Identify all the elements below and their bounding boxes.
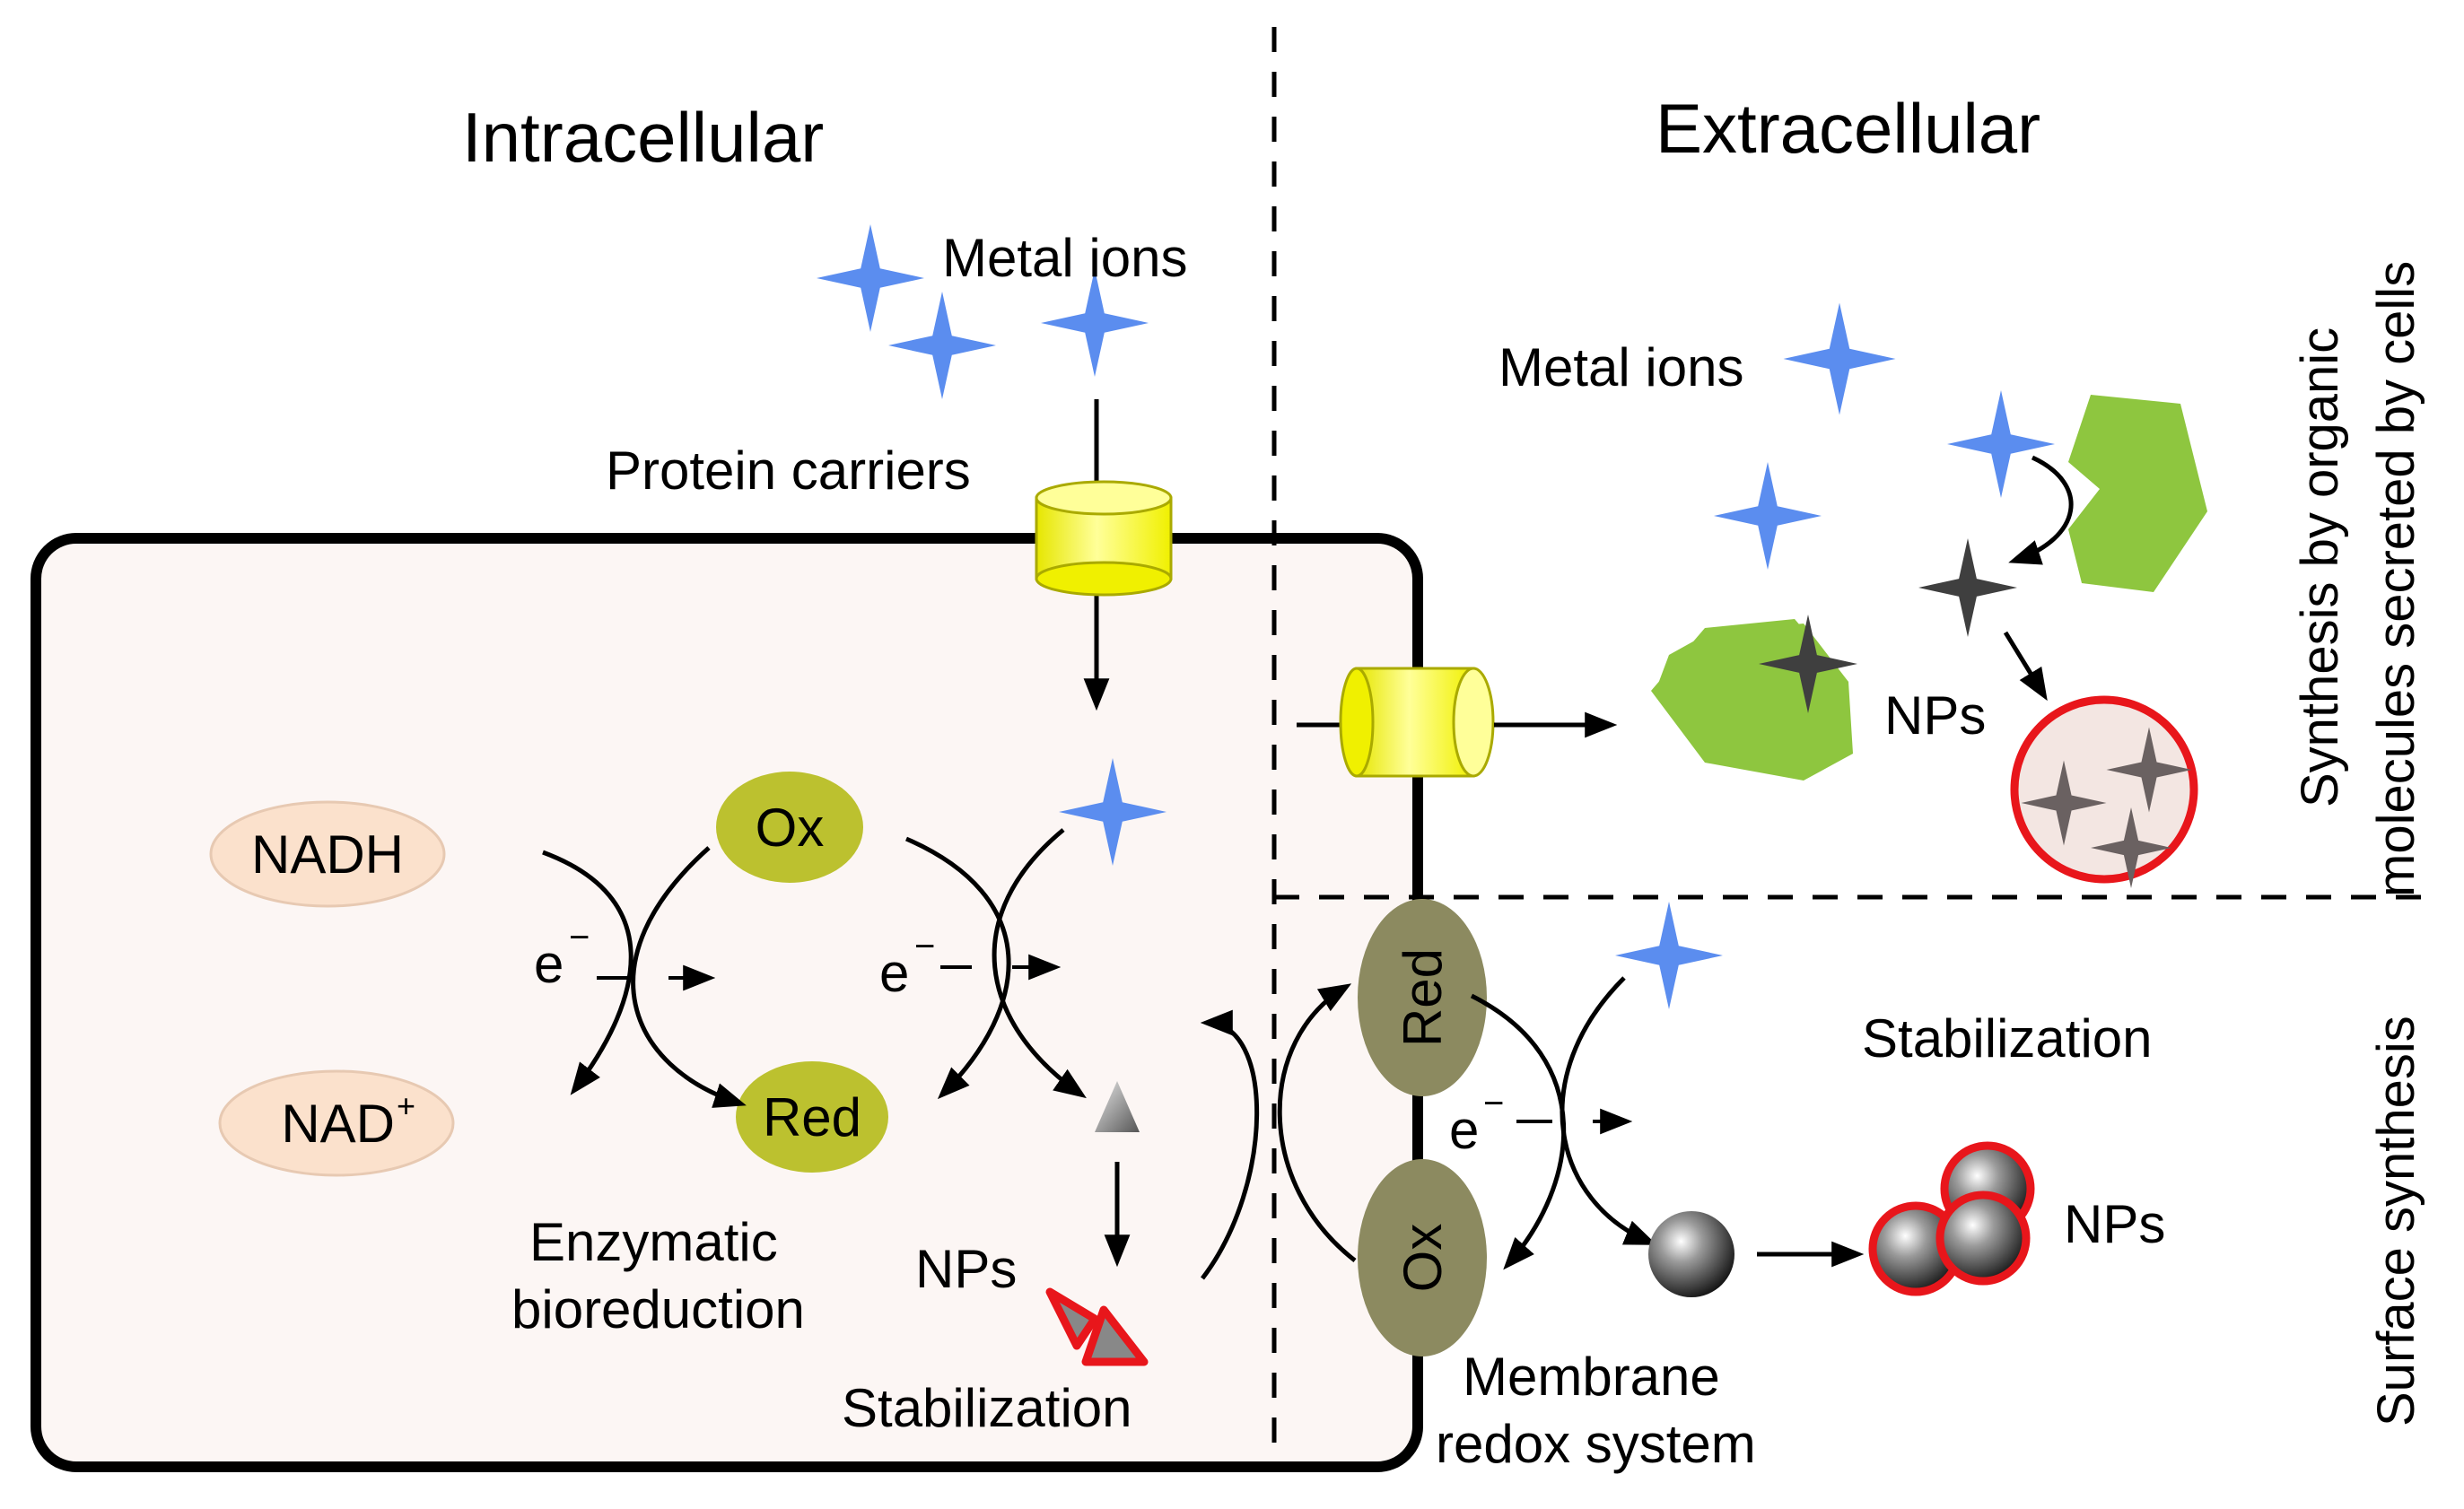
metal-ion-star-icon-group-extra (1714, 302, 2055, 570)
arrow-ox-to-red-2 (905, 836, 1011, 1100)
metal-ion-star-icon (1615, 902, 1723, 1009)
label-electron-1-sup: − (569, 918, 590, 957)
label-electron-1: e (534, 934, 564, 994)
protein-carrier-cylinder-icon (1339, 667, 1495, 778)
nadh-ellipse (209, 800, 446, 908)
arrow-ion-to-np (992, 828, 1087, 1099)
arrow-recycle-intra (1200, 1009, 1260, 1280)
side-label-organic-2: molecules secreted by cells (2367, 261, 2425, 897)
organic-molecule-shape-icon (2068, 395, 2207, 592)
arrow-ox-to-red (631, 846, 747, 1108)
label-nad-superscript: + (397, 1087, 415, 1124)
arrow-np-to-stabilized (2003, 631, 2048, 702)
label-electron-2: e (879, 943, 909, 1003)
label-nps-extra: NPs (1884, 685, 1986, 746)
nanoparticle-triangle-icon (1095, 1081, 1140, 1132)
label-enzymatic-1: Enzymatic (529, 1212, 778, 1272)
enzyme-red-intra (736, 1061, 888, 1173)
stabilized-np-spheres-icon (1868, 1141, 2035, 1296)
metal-ion-star-icon (817, 224, 924, 332)
side-label-surface: Surface synthesis (2367, 1016, 2425, 1426)
label-stabilization-intra: Stabilization (842, 1378, 1132, 1438)
metal-ion-star-icon (1714, 462, 1822, 570)
arrow-ion-to-sphere (1560, 976, 1657, 1245)
nanoparticle-star-icon (1918, 538, 2017, 637)
nanoparticle-sphere-icon (1648, 1211, 1734, 1297)
membrane-enzyme-red (1358, 899, 1487, 1096)
arrow-ox-to-red-surface (1277, 983, 1357, 1262)
arrow-nadh-to-nad (542, 850, 633, 1095)
metal-ion-star-icon (1947, 390, 2055, 498)
label-metal-ions-intra: Metal ions (942, 228, 1187, 288)
label-ox-surface: Ox (1393, 1224, 1453, 1293)
enzyme-ox-intra (716, 772, 863, 883)
arrow-red-to-ox-surface (1470, 993, 1567, 1270)
label-nps-intra: NPs (915, 1239, 1017, 1299)
label-membrane-2: redox system (1436, 1414, 1756, 1474)
header-extracellular: Extracellular (1656, 89, 2040, 168)
protein-carrier-cylinder-icon (1035, 480, 1173, 597)
label-red-surface: Red (1393, 948, 1453, 1047)
label-nad: NAD (281, 1094, 395, 1154)
label-nadh: NADH (251, 824, 404, 885)
arrow-ion-to-np-extra (2008, 455, 2074, 565)
header-intracellular: Intracellular (462, 98, 824, 177)
label-membrane-1: Membrane (1463, 1347, 1720, 1407)
side-label-organic-1: Synthesis by organic (2291, 327, 2349, 807)
label-electron-surface-sup: − (1483, 1084, 1504, 1123)
stabilized-np-circle (2010, 695, 2198, 884)
label-stabilization-surface: Stabilization (1862, 1008, 2153, 1069)
stabilized-np-triangles-icon (1045, 1287, 1149, 1366)
label-protein-carriers: Protein carriers (606, 440, 971, 501)
organic-molecule-shape-icon (1651, 619, 1853, 781)
label-metal-ions-extra: Metal ions (1498, 337, 1743, 397)
label-nps-surface: NPs (2064, 1194, 2165, 1254)
nad-ellipse (218, 1069, 455, 1177)
label-electron-2-sup: − (914, 927, 935, 966)
label-red-intra: Red (763, 1087, 861, 1147)
metal-ion-star-icon (1783, 302, 1896, 415)
label-ox-intra: Ox (756, 798, 825, 858)
membrane-enzyme-ox (1358, 1159, 1487, 1356)
label-enzymatic-2: bioreduction (511, 1279, 805, 1339)
metal-ion-star-icon (888, 292, 996, 399)
label-electron-surface: e (1449, 1100, 1479, 1160)
